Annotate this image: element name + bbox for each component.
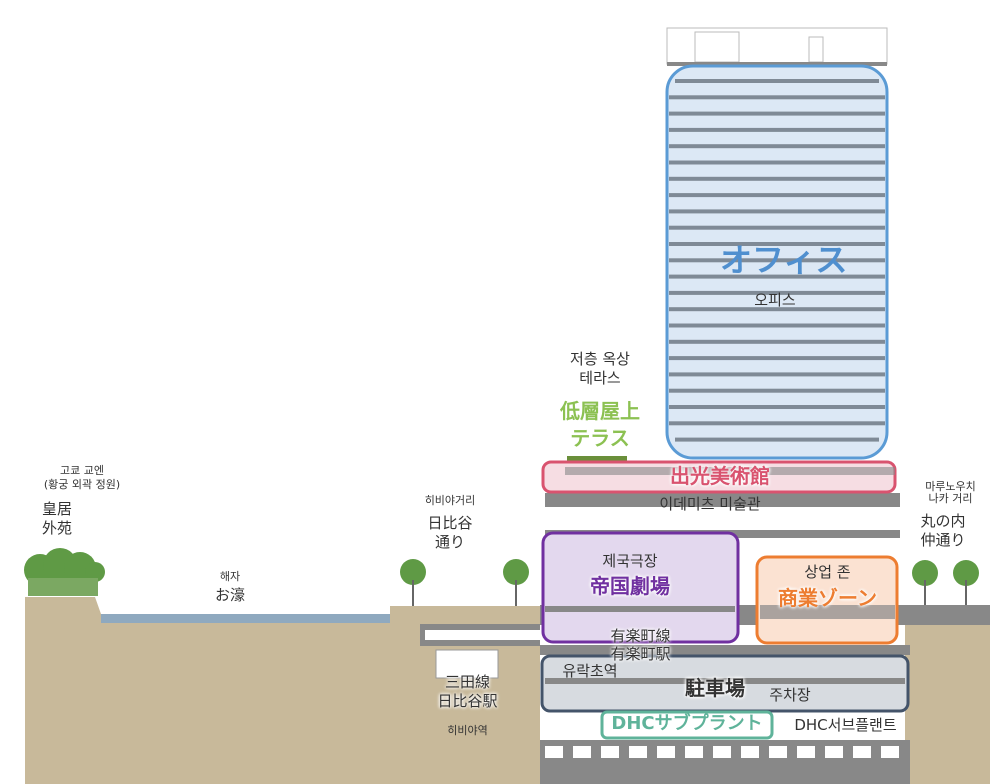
right-ground <box>905 605 990 784</box>
office-floor-line <box>669 372 885 377</box>
office-floor-line <box>669 388 885 393</box>
museum-ko-label: 이데미츠 미술관 <box>659 495 761 513</box>
mita-line-label: 三田線日比谷駅 <box>437 673 498 710</box>
office-floor-line <box>669 209 885 214</box>
street-tree-icon <box>400 559 979 606</box>
office-floor-line <box>669 225 885 230</box>
moat-ko-label: 해자 <box>219 570 241 583</box>
office-floor-line <box>669 323 885 328</box>
office-floor-line <box>675 79 879 83</box>
theater-zone <box>541 531 740 644</box>
commercial-ko-label: 상업 존 <box>804 563 851 581</box>
office-floor-line <box>669 95 885 100</box>
office-floor-line <box>669 307 885 312</box>
commercial-zone <box>755 555 899 645</box>
moat-water <box>101 614 390 623</box>
parking-ko-label: 주차장 <box>769 686 811 704</box>
dhc-ko-label: DHC서브플랜트 <box>794 716 897 734</box>
museum-ja-label: 出光美術館 <box>670 464 770 488</box>
foundation <box>540 740 910 784</box>
office-floor-line <box>669 242 885 246</box>
terrace-planting <box>567 456 627 461</box>
terrace-ja-label: 低層屋上テラス <box>560 399 640 450</box>
office-floor-line <box>669 160 885 165</box>
office-floor-line <box>669 421 885 426</box>
kokyo-ja-label: 皇居外苑 <box>41 500 72 537</box>
commercial-ja-label: 商業ゾーン <box>778 586 877 610</box>
office-floor-line <box>669 258 885 263</box>
kokyo-ko-label: 고쿄 교엔(황궁 외곽 정원) <box>43 464 121 491</box>
dhc-ja-label: DHCサブプラント <box>611 713 763 734</box>
office-floors <box>669 79 885 442</box>
office-ja-label: オフィス <box>720 241 848 279</box>
office-floor-line <box>669 356 885 361</box>
yurakucho-ko-label: 유락초역 <box>562 662 618 680</box>
marunouchi-ja-label: 丸の内仲通り <box>920 512 966 549</box>
office-floor-line <box>669 290 885 295</box>
mita-tunnel <box>435 649 499 679</box>
office-floor-line <box>669 193 885 198</box>
office-floor-line <box>669 339 885 344</box>
office-floor-line <box>669 127 885 132</box>
theater-ja-label: 帝国劇場 <box>590 574 670 598</box>
right-street <box>905 605 990 625</box>
office-floor-line <box>669 111 885 116</box>
theater-ko-label: 제국극장 <box>602 552 658 570</box>
office-floor-line <box>669 144 885 149</box>
office-floor-line <box>669 176 885 181</box>
ground <box>25 597 540 784</box>
office-floor-line <box>669 405 885 409</box>
mita-ko-label: 히비야역 <box>447 724 488 737</box>
dhc-zone <box>600 710 774 740</box>
moat-ja-label: お濠 <box>214 586 245 604</box>
hibiya-street-ko-label: 히비야거리 <box>424 494 476 507</box>
parking-ja-label: 駐車場 <box>685 676 745 700</box>
office-floor-line <box>675 437 879 442</box>
forest-icon <box>24 548 105 596</box>
office-ko-label: 오피스 <box>754 291 796 309</box>
yurakucho-ja-label: 有楽町線有楽町駅 <box>610 627 671 663</box>
hibiya-street-ja-label: 日比谷通り <box>427 514 473 551</box>
office-floor-line <box>669 274 885 279</box>
